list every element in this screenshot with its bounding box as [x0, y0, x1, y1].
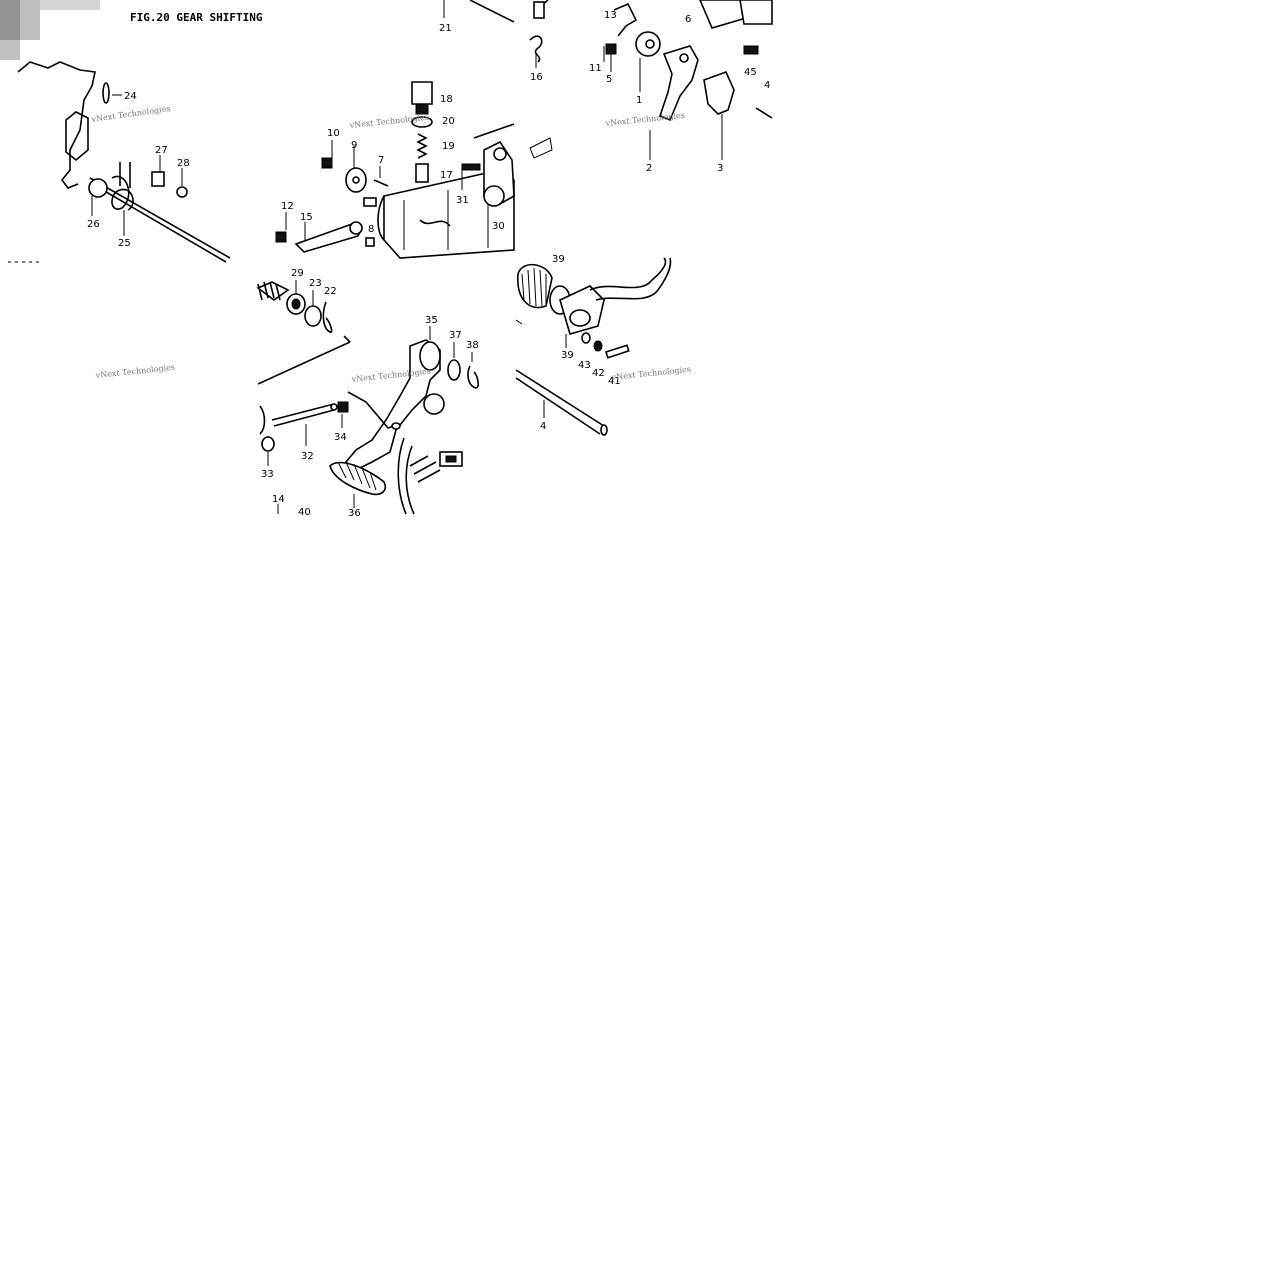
callout-23: 23	[309, 278, 322, 289]
scan-noise	[0, 0, 100, 60]
callout-30: 30	[492, 221, 505, 232]
callout-8: 8	[368, 224, 374, 235]
callout-27: 27	[155, 145, 168, 156]
callout-16: 16	[530, 72, 543, 83]
callout-42: 42	[592, 368, 605, 379]
watermark-6: vNext Technologies	[610, 365, 691, 382]
callout-39: 39	[561, 350, 574, 361]
callout-24: 24	[124, 91, 137, 102]
callout-43: 43	[578, 360, 591, 371]
callout-40: 40	[298, 507, 311, 518]
callout-34: 34	[334, 432, 347, 443]
callout-37: 37	[449, 330, 462, 341]
callout-28: 28	[177, 158, 190, 169]
callout-32: 32	[301, 451, 314, 462]
callout-38: 38	[466, 340, 479, 351]
shift-shaft-assembly: 24 27 28 26 25 vNext Technologies	[17, 61, 231, 263]
watermark-2: vNext Technologies	[348, 113, 429, 130]
callout-3: 3	[717, 163, 723, 174]
callout-41: 41	[608, 376, 621, 387]
shift-fork-assembly: 16 13 11 5 1 2 3 6 45 4 vNext Technologi…	[529, 0, 773, 174]
callout-25: 25	[118, 238, 131, 249]
callout-35: 35	[425, 315, 438, 326]
figure-title: FIG.20 GEAR SHIFTING	[130, 11, 263, 24]
shift-lever-assembly: 29 23 22 35 37 38 36 32	[256, 268, 479, 519]
callout-31: 31	[456, 195, 469, 206]
watermark-3: vNext Technologies	[604, 111, 685, 128]
callout-2: 2	[646, 163, 652, 174]
callout-1: 1	[636, 95, 642, 106]
callout-22: 22	[324, 286, 337, 297]
empty-tile: vNext Technologies	[8, 261, 175, 380]
callout-11: 11	[589, 63, 602, 74]
callout-36: 36	[348, 508, 361, 519]
callout-18: 18	[440, 94, 453, 105]
callout-26: 26	[87, 219, 100, 230]
callout-19: 19	[442, 141, 455, 152]
callout-39-top: 39	[552, 254, 565, 265]
callout-15: 15	[300, 212, 313, 223]
callout-45: 45	[744, 67, 757, 78]
callout-14: 14	[272, 494, 285, 505]
callout-20: 20	[442, 116, 455, 127]
shift-drum-assembly: 21 18 20 19 17 9 10 7 12 15 8	[275, 0, 553, 259]
watermark-1: vNext Technologies	[90, 104, 171, 124]
callout-12: 12	[281, 201, 294, 212]
callout-7: 7	[378, 155, 384, 166]
callout-10: 10	[327, 128, 340, 139]
callout-9: 9	[351, 140, 357, 151]
callout-6: 6	[685, 14, 691, 25]
callout-4: 4	[540, 421, 546, 432]
callout-5: 5	[606, 74, 612, 85]
watermark-4: vNext Technologies	[94, 363, 175, 380]
callout-21: 21	[439, 23, 452, 34]
callout-17: 17	[440, 170, 453, 181]
callout-4-partial: 4	[764, 80, 770, 91]
shaft-bearing-assembly: 39 39 43 42 41 4 vNext Technologies	[515, 254, 691, 436]
callout-33: 33	[261, 469, 274, 480]
callout-29: 29	[291, 268, 304, 279]
callout-13: 13	[604, 10, 617, 21]
